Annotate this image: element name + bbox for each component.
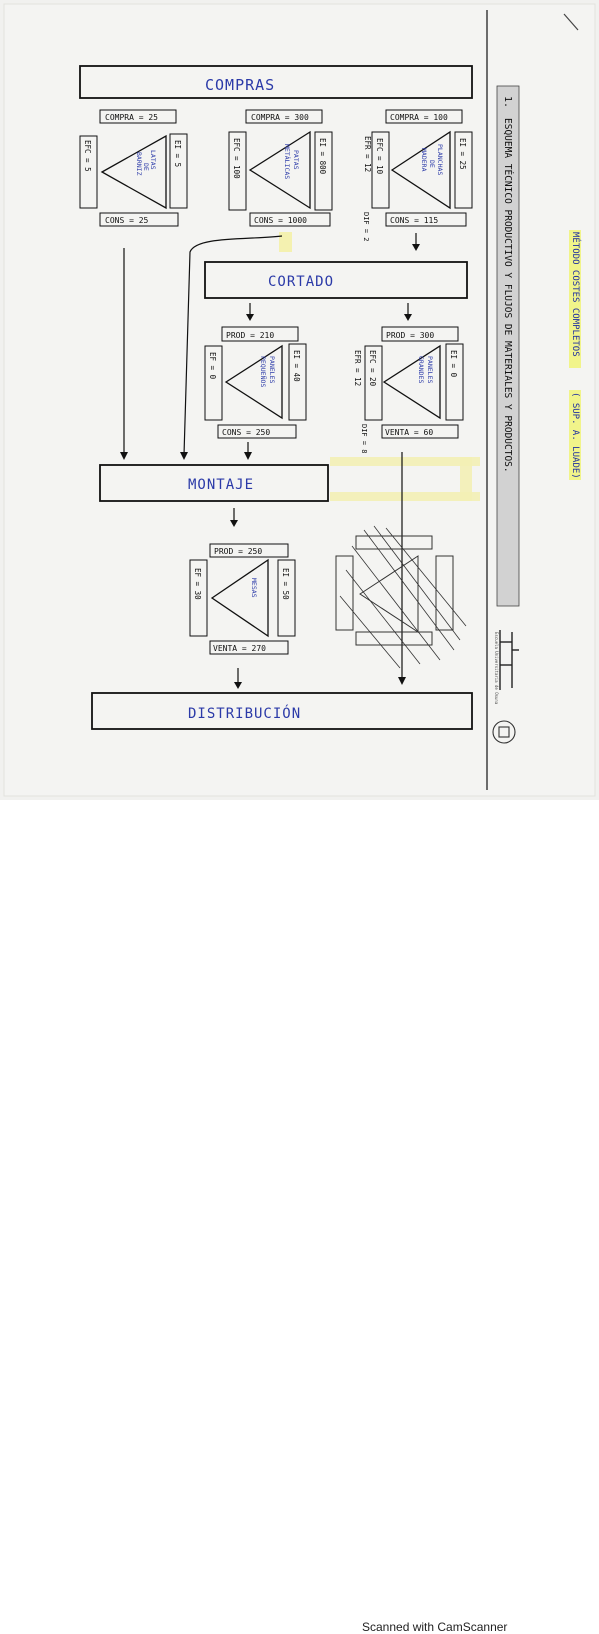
planchas-dif: DIF = 2 xyxy=(362,212,370,242)
grandes-dif: DIF = 8 xyxy=(360,424,368,454)
grandes-venta: VENTA = 60 xyxy=(385,428,433,437)
montaje-label: MONTAJE xyxy=(188,477,254,493)
pequenos-ei: EI = 40 xyxy=(292,350,301,382)
grandes-name-1: PANELES xyxy=(426,356,434,383)
latas-ei: EI = 5 xyxy=(173,140,182,167)
pequenos-name-2: PEQUEÑOS xyxy=(259,356,268,387)
mesas-name: MESAS xyxy=(250,578,258,598)
planchas-name-2: DE xyxy=(428,160,436,168)
planchas-efc: EFC = 10 xyxy=(375,138,384,175)
title-banner xyxy=(496,85,520,607)
patas-name-2: METÁLICAS xyxy=(283,144,292,179)
mesas-venta: VENTA = 270 xyxy=(213,644,266,653)
montaje-item-mesas: PROD = 250 EF = 30 MESAS EI = 50 VENTA =… xyxy=(189,543,296,655)
latas-cons: CONS = 25 xyxy=(105,216,149,225)
mesas-ei: EI = 50 xyxy=(281,568,290,600)
planchas-efr: EFR = 12 xyxy=(363,136,372,172)
latas-name-2: DE xyxy=(142,163,150,171)
pequenos-cons: CONS = 250 xyxy=(222,428,270,437)
camscanner-watermark: Scanned with CamScanner xyxy=(362,1620,508,1634)
planchas-ei: EI = 25 xyxy=(458,138,467,170)
compras-item-patas: COMPRA = 300 EFC = 100 PATAS METÁLICAS E… xyxy=(228,109,333,252)
building-logo-icon xyxy=(499,630,519,690)
title-number: 1. xyxy=(502,96,513,108)
mesas-ef: EF = 30 xyxy=(193,568,202,600)
planchas-name-3: MADERA xyxy=(420,148,428,172)
planchas-cons: CONS = 115 xyxy=(390,216,438,225)
patas-ei: EI = 800 xyxy=(318,138,327,175)
university-seal-icon xyxy=(492,720,516,744)
grandes-ei: EI = 0 xyxy=(449,350,458,378)
method-highlight xyxy=(569,230,581,368)
latas-efc: EFC = 5 xyxy=(83,140,92,172)
grandes-efr: EFR = 12 xyxy=(353,350,362,386)
scan-footer: Scanned with CamScanner xyxy=(0,800,599,1634)
grandes-prod: PROD = 300 xyxy=(386,331,434,340)
latas-name-1: LATAS xyxy=(149,150,157,170)
cortado-label: CORTADO xyxy=(268,274,334,290)
page-title: ESQUEMA TÉCNICO PRODUCTIVO Y FLUJOS DE M… xyxy=(502,118,514,473)
pequenos-name-1: PANELES xyxy=(268,356,276,383)
grandes-name-2: GRANDES xyxy=(417,356,425,383)
diagram-canvas: 1. ESQUEMA TÉCNICO PRODUCTIVO Y FLUJOS D… xyxy=(0,0,599,800)
latas-compra: COMPRA = 25 xyxy=(105,113,158,122)
planchas-name-1: PLANCHAS xyxy=(436,144,444,175)
planchas-compra: COMPRA = 100 xyxy=(390,113,448,122)
patas-cons: CONS = 1000 xyxy=(254,216,307,225)
patas-efc: EFC = 100 xyxy=(232,138,241,179)
crossed-out-sketch xyxy=(335,525,467,669)
compras-label: COMPRAS xyxy=(205,76,275,94)
compras-item-latas: COMPRA = 25 EFC = 5 LATAS DE BARNIZ EI =… xyxy=(79,109,188,227)
assumption-label: ( SUP. A. LUADE) xyxy=(570,392,580,479)
mesas-prod: PROD = 250 xyxy=(214,547,262,556)
pequenos-prod: PROD = 210 xyxy=(226,331,274,340)
latas-name-3: BARNIZ xyxy=(135,152,143,176)
assumption-highlight xyxy=(569,390,581,480)
pequenos-ef: EF = 0 xyxy=(208,352,217,380)
method-label: MÉTODO COSTES COMPLETOS xyxy=(570,232,582,357)
montaje-box xyxy=(99,464,329,502)
grandes-efc: EFC = 20 xyxy=(368,350,377,387)
patas-compra: COMPRA = 300 xyxy=(251,113,309,122)
cortado-item-grandes: PROD = 300 EFC = 20 EFR = 12 PANELES GRA… xyxy=(353,326,464,454)
school-name: Escuela Universitaria de Osuna xyxy=(494,632,499,705)
distribucion-label: DISTRIBUCIÓN xyxy=(188,704,301,722)
compras-box xyxy=(79,65,473,99)
scanned-page: 1. ESQUEMA TÉCNICO PRODUCTIVO Y FLUJOS D… xyxy=(0,0,599,800)
distribucion-box xyxy=(91,692,473,730)
cortado-box xyxy=(204,261,468,299)
cortado-item-pequenos: PROD = 210 EF = 0 PANELES PEQUEÑOS EI = … xyxy=(204,326,307,439)
patas-name-1: PATAS xyxy=(292,150,300,170)
compras-item-planchas: COMPRA = 100 EFC = 10 EFR = 12 PLANCHAS … xyxy=(362,109,473,242)
